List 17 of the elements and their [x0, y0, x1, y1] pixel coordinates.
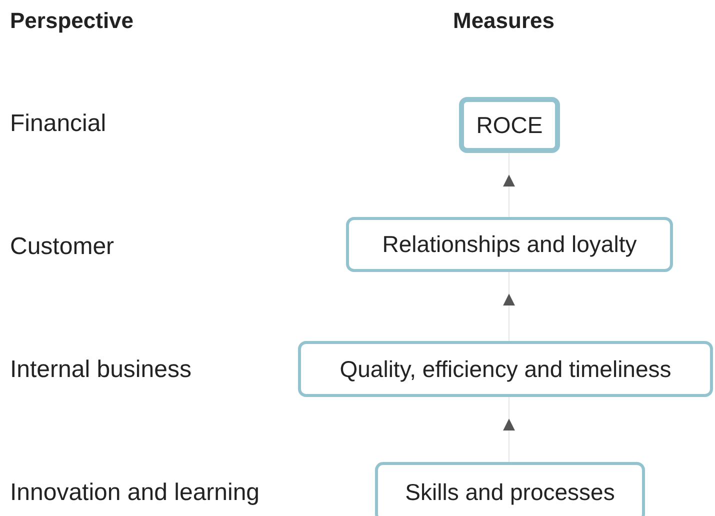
measure-text: Skills and processes [405, 478, 615, 506]
arrow [503, 152, 515, 218]
arrow [503, 272, 515, 342]
measure-box [298, 341, 713, 397]
measure-text: Quality, efficiency and timeliness [340, 356, 672, 382]
measure-box [346, 217, 673, 272]
perspective-label: Financial [10, 110, 106, 138]
perspective-label: Internal business [10, 356, 192, 384]
measure-box [375, 462, 645, 516]
measure-text: Relationships and loyalty [382, 231, 637, 258]
column-heading: Measures [453, 8, 555, 34]
measure-box [459, 97, 560, 153]
measure-text: ROCE [476, 112, 543, 138]
column-heading: Perspective [10, 8, 134, 34]
arrow [503, 396, 515, 462]
perspective-label: Customer [10, 233, 114, 261]
perspective-label: Innovation and learning [10, 479, 260, 507]
